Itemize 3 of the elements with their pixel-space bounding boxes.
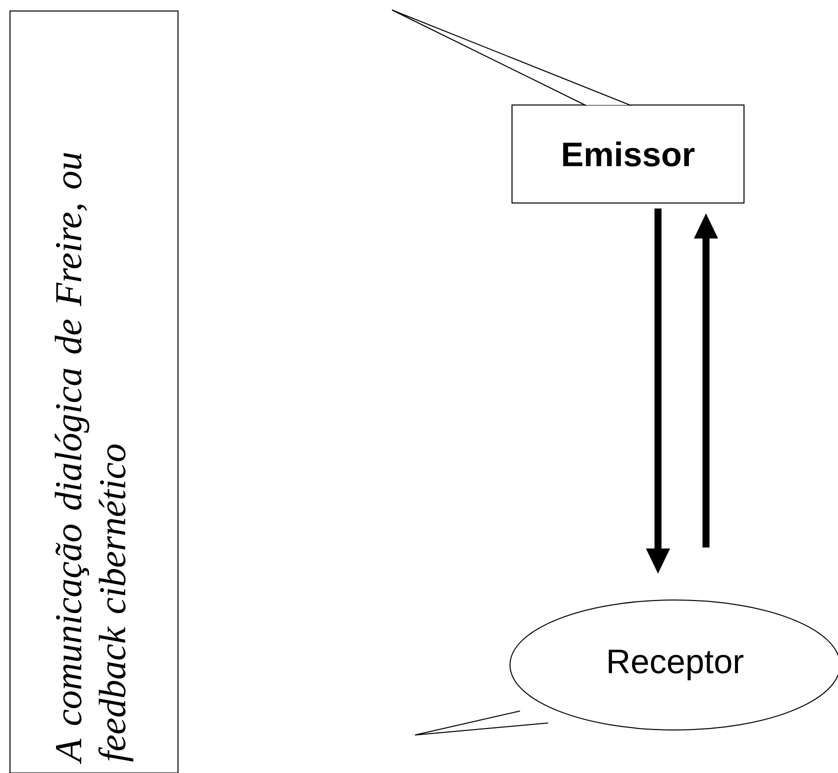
- callout-box: Emissor: [392, 10, 744, 204]
- title-box: A comunicação dialógica de Freire, ou feedback cibernético: [10, 10, 178, 773]
- speech-bubble: Receptor: [414, 600, 838, 736]
